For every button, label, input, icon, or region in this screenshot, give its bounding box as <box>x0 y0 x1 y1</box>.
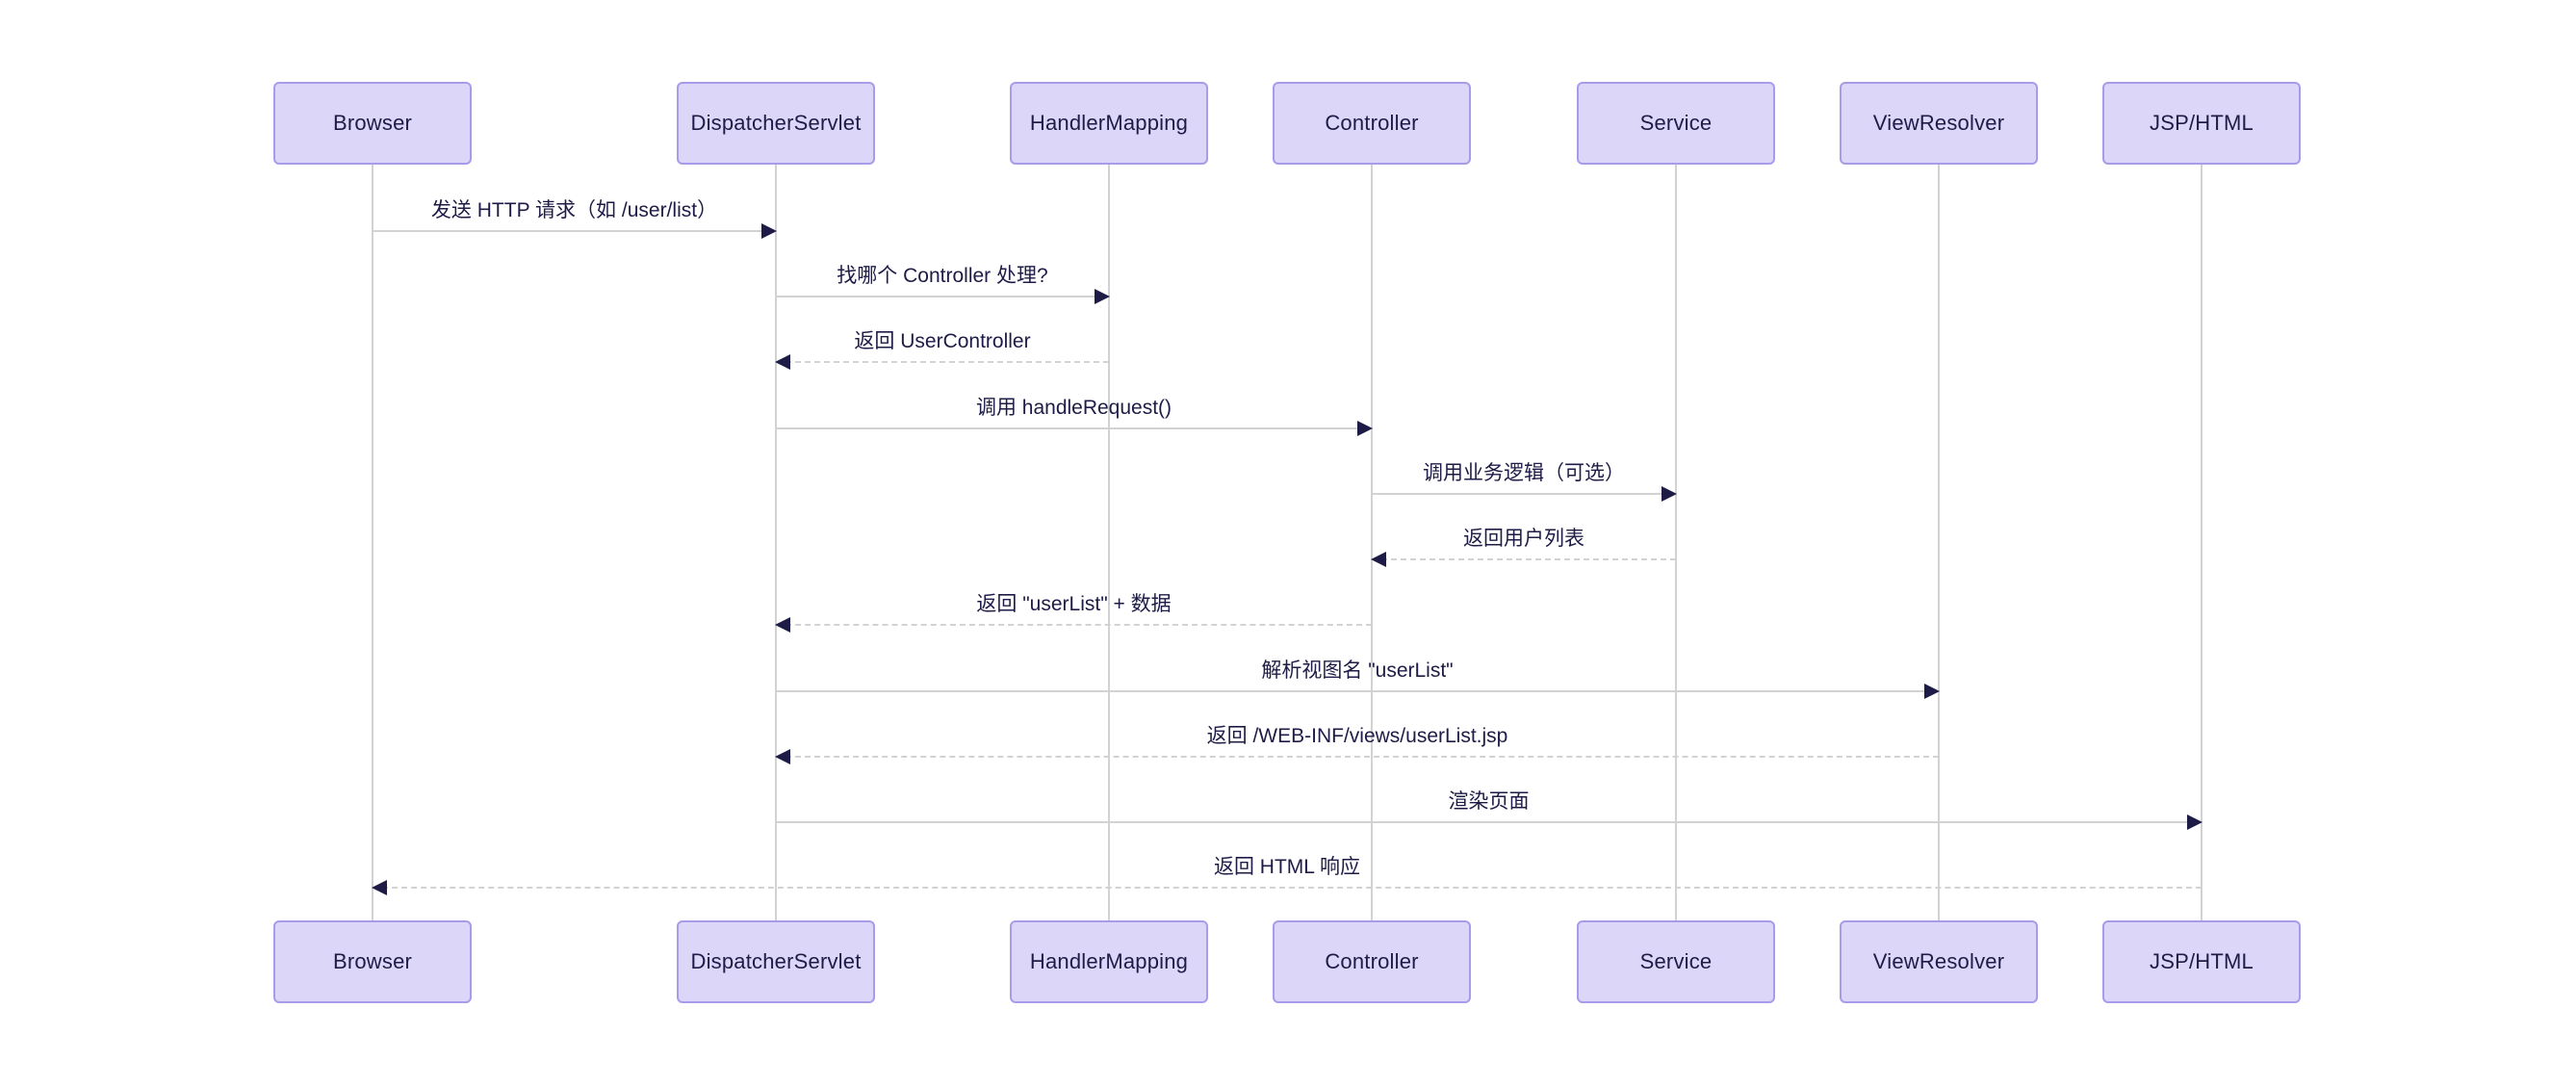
message-4-controller-to-service: 调用业务逻辑（可选） <box>1372 451 1677 502</box>
arrowhead-left-icon <box>372 880 387 895</box>
message-7-dispatcher-servlet-to-view-resolver: 解析视图名 "userList" <box>776 648 1940 699</box>
message-line <box>776 427 1372 429</box>
actor-box-browser-top: Browser <box>273 82 472 165</box>
arrowhead-right-icon <box>2187 814 2202 830</box>
arrowhead-right-icon <box>1095 289 1110 304</box>
message-label: 返回 /WEB-INF/views/userList.jsp <box>1206 725 1508 747</box>
arrowhead-right-icon <box>1662 486 1677 502</box>
actor-box-controller-bottom: Controller <box>1273 920 1471 1003</box>
arrowhead-left-icon <box>775 354 790 370</box>
actor-box-jsp-html-bottom: JSP/HTML <box>2102 920 2301 1003</box>
message-label: 发送 HTTP 请求（如 /user/list） <box>430 199 718 221</box>
arrowhead-left-icon <box>775 749 790 764</box>
arrowhead-right-icon <box>1357 421 1373 436</box>
arrowhead-left-icon <box>1371 552 1386 567</box>
actor-box-controller-top: Controller <box>1273 82 1471 165</box>
message-5-service-to-controller: 返回用户列表 <box>1371 516 1676 567</box>
message-label: 返回 "userList" + 数据 <box>976 593 1172 615</box>
lifeline-dispatcher-servlet <box>775 165 777 920</box>
message-label: 调用 handleRequest() <box>975 397 1172 419</box>
arrowhead-right-icon <box>1924 684 1940 699</box>
actor-box-dispatcher-servlet-top: DispatcherServlet <box>677 82 875 165</box>
actor-box-handler-mapping-top: HandlerMapping <box>1010 82 1208 165</box>
message-3-dispatcher-servlet-to-controller: 调用 handleRequest() <box>776 385 1373 436</box>
message-line <box>776 756 1939 758</box>
message-1-dispatcher-servlet-to-handler-mapping: 找哪个 Controller 处理? <box>776 253 1110 304</box>
message-label: 返回 HTML 响应 <box>1213 856 1361 878</box>
actor-box-service-bottom: Service <box>1577 920 1775 1003</box>
arrowhead-right-icon <box>761 223 777 239</box>
actor-box-jsp-html-top: JSP/HTML <box>2102 82 2301 165</box>
actor-box-view-resolver-top: ViewResolver <box>1840 82 2038 165</box>
message-2-handler-mapping-to-dispatcher-servlet: 返回 UserController <box>775 319 1109 370</box>
message-line <box>373 887 2202 889</box>
message-line <box>776 361 1109 363</box>
message-line <box>373 230 776 232</box>
message-line <box>776 624 1372 626</box>
lifeline-view-resolver <box>1938 165 1940 920</box>
message-8-view-resolver-to-dispatcher-servlet: 返回 /WEB-INF/views/userList.jsp <box>775 713 1939 764</box>
message-6-controller-to-dispatcher-servlet: 返回 "userList" + 数据 <box>775 582 1372 633</box>
message-0-browser-to-dispatcher-servlet: 发送 HTTP 请求（如 /user/list） <box>373 188 777 239</box>
actor-box-service-top: Service <box>1577 82 1775 165</box>
arrowhead-left-icon <box>775 617 790 633</box>
message-label: 调用业务逻辑（可选） <box>1423 462 1625 484</box>
actor-box-dispatcher-servlet-bottom: DispatcherServlet <box>677 920 875 1003</box>
lifeline-handler-mapping <box>1108 165 1110 920</box>
lifeline-service <box>1675 165 1677 920</box>
actor-box-handler-mapping-bottom: HandlerMapping <box>1010 920 1208 1003</box>
message-label: 找哪个 Controller 处理? <box>837 265 1048 287</box>
lifeline-browser <box>372 165 374 920</box>
message-line <box>776 821 2202 823</box>
message-label: 解析视图名 "userList" <box>1261 659 1454 682</box>
message-line <box>776 296 1109 297</box>
message-label: 渲染页面 <box>1448 790 1530 813</box>
actor-box-browser-bottom: Browser <box>273 920 472 1003</box>
lifeline-jsp-html <box>2201 165 2202 920</box>
message-9-dispatcher-servlet-to-jsp-html: 渲染页面 <box>776 779 2202 830</box>
message-label: 返回用户列表 <box>1463 528 1584 550</box>
message-line <box>1372 558 1676 560</box>
message-line <box>1372 493 1676 495</box>
message-10-jsp-html-to-browser: 返回 HTML 响应 <box>372 844 2202 895</box>
message-label: 返回 UserController <box>854 330 1031 352</box>
message-line <box>776 690 1939 692</box>
lifeline-controller <box>1371 165 1373 920</box>
actor-box-view-resolver-bottom: ViewResolver <box>1840 920 2038 1003</box>
